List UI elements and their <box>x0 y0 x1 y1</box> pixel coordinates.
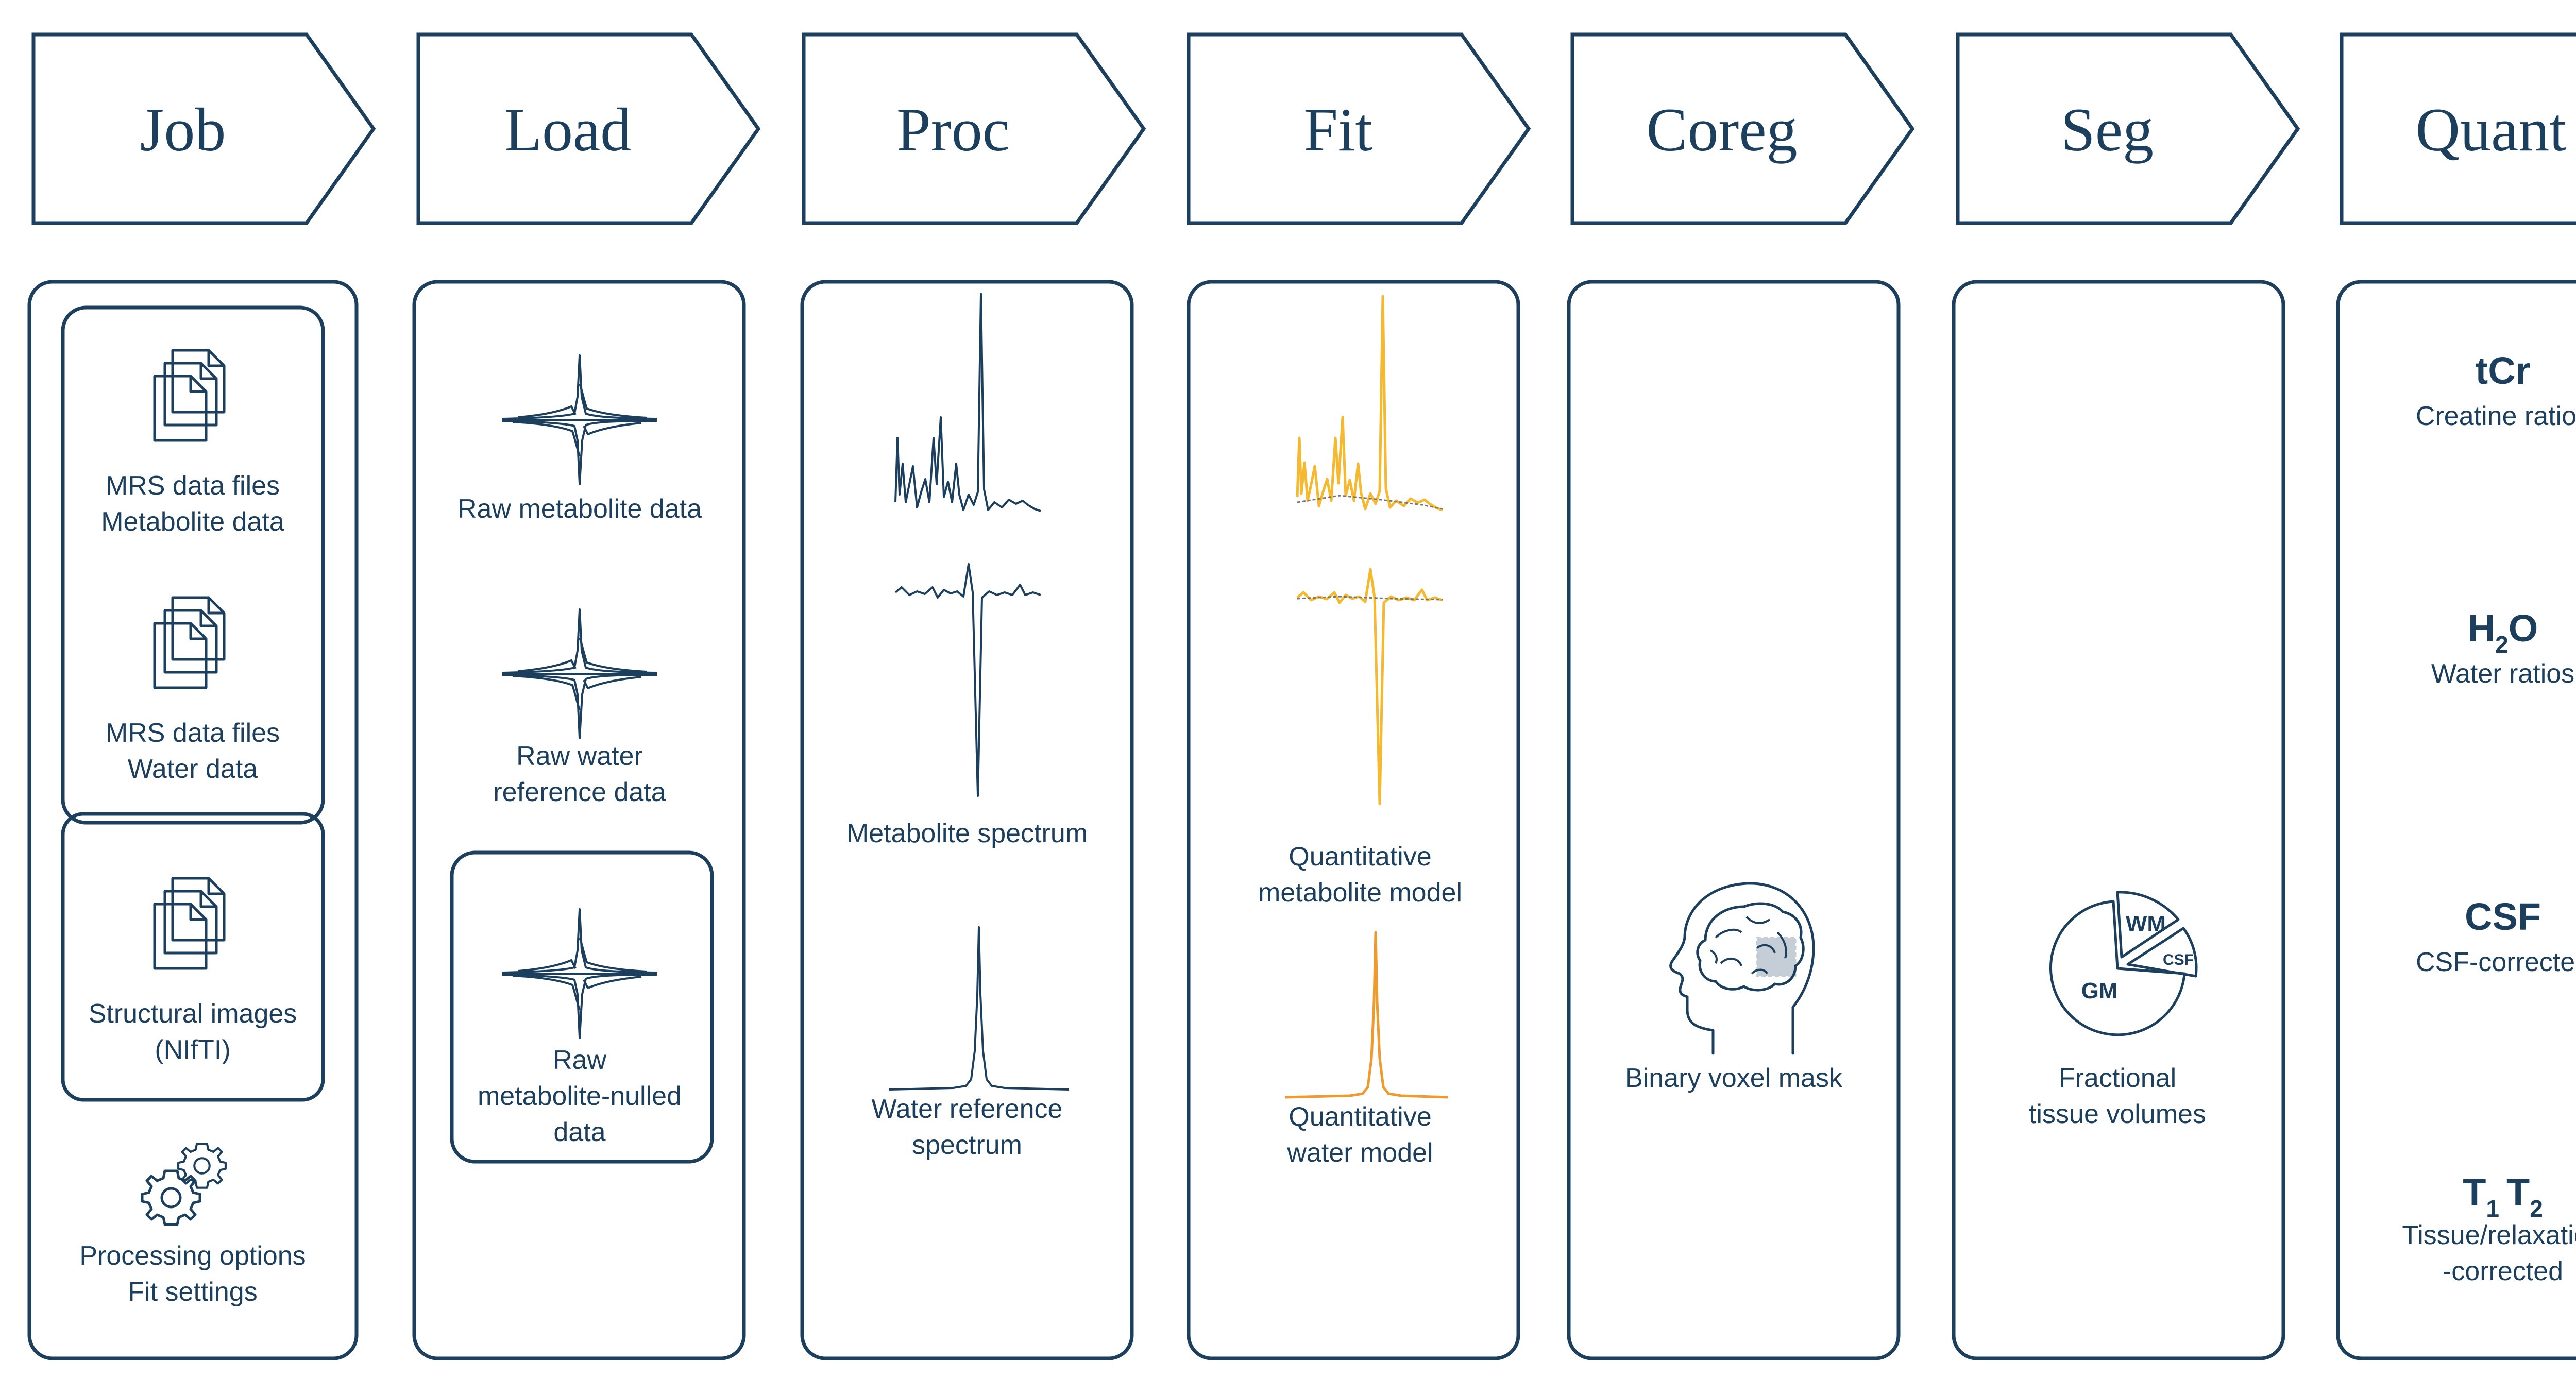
stage-label-quant: Quant <box>2415 95 2566 164</box>
voxel-mask <box>1756 937 1797 977</box>
stage-label-proc: Proc <box>896 95 1010 164</box>
csf-symbol: CSF <box>2465 895 2541 938</box>
structural-label: Structural images(NIfTI) <box>89 999 297 1065</box>
tcr-label: Creatine ratios <box>2416 401 2576 431</box>
stage-arrow-seg <box>1956 32 2300 225</box>
metabolite-fit-baseline <box>1297 495 1443 510</box>
metabolite-fit-plot <box>1296 295 1443 512</box>
tissue-pie-icon: WM CSF GM <box>2049 891 2198 1036</box>
document-stack-icon <box>155 598 224 688</box>
raw-metabolite-fid-plot <box>501 354 658 485</box>
binary-mask-label: Binary voxel mask <box>1625 1063 1843 1093</box>
stage-arrow-coreg <box>1570 32 1915 225</box>
csf-label: CSF-corrected <box>2416 947 2576 977</box>
t1t2-label: Tissue/relaxation-corrected <box>2402 1220 2576 1286</box>
water-spectrum-plot <box>888 926 1070 1091</box>
wm-slice-label: WM <box>2126 911 2166 937</box>
stage-label-job: Job <box>140 95 226 164</box>
raw-nulled-fid-plot <box>501 908 658 1039</box>
coreg-panel <box>1567 280 1901 1360</box>
stage-arrow-load <box>416 32 761 225</box>
raw-metabolite-label: Raw metabolite data <box>457 494 702 524</box>
stage-label-load: Load <box>504 95 632 164</box>
csf-slice-label: CSF <box>2163 951 2194 968</box>
metabolite-spectrum-plot <box>894 293 1041 512</box>
stage-arrow-fit <box>1187 32 1531 225</box>
job-panel <box>27 280 359 1360</box>
stage-label-coreg: Coreg <box>1646 95 1797 164</box>
water-residual-fit-plot <box>1296 568 1443 805</box>
brain-head-icon <box>1669 882 1815 1055</box>
gm-slice-label: GM <box>2081 978 2118 1003</box>
proc-panel <box>800 280 1134 1360</box>
stage-arrow-job <box>31 32 376 225</box>
water-fit-plot <box>1285 931 1448 1099</box>
quant-panel <box>2336 280 2576 1360</box>
stage-label-fit: Fit <box>1303 95 1372 164</box>
fit-panel <box>1187 280 1520 1360</box>
water-residual-baseline <box>1297 596 1443 601</box>
h2o-label: Water ratios <box>2431 659 2574 689</box>
structural-group <box>61 812 325 1102</box>
document-stack-icon <box>155 350 224 440</box>
tcr-symbol: tCr <box>2476 349 2531 392</box>
stage-label-seg: Seg <box>2061 95 2154 164</box>
mrs-files-group <box>61 305 325 825</box>
seg-panel <box>1952 280 2285 1360</box>
load-panel <box>412 280 746 1360</box>
stage-arrow-quant <box>2340 32 2576 225</box>
nulled-data-box <box>450 850 714 1164</box>
raw-water-fid-plot <box>501 608 658 739</box>
metabolite-residual-plot <box>894 563 1041 797</box>
stage-arrow-proc <box>802 32 1146 225</box>
h2o-symbol: H2O <box>2468 607 2538 658</box>
document-stack-icon <box>155 878 224 968</box>
metabolite-spectrum-label: Metabolite spectrum <box>846 819 1088 848</box>
